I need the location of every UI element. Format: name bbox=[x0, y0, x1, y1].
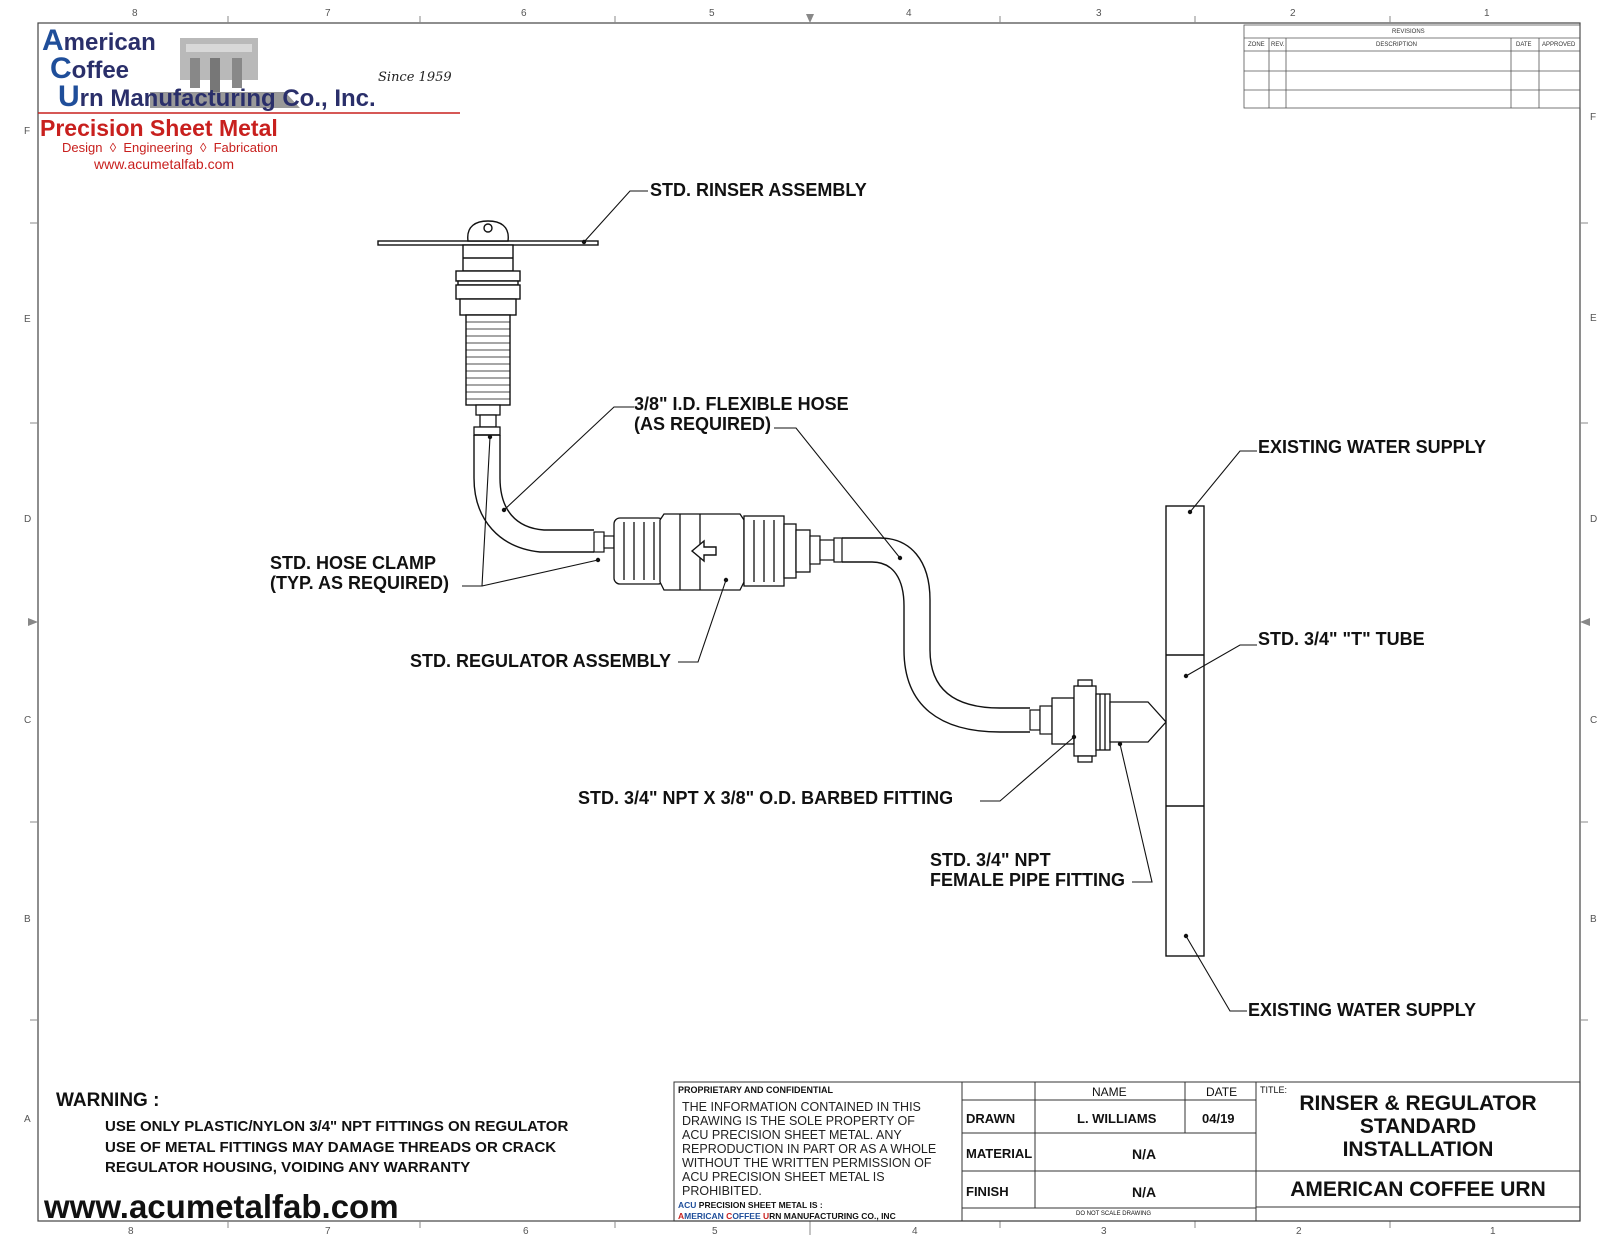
name-header: NAME bbox=[1092, 1085, 1127, 1099]
rinser-assembly bbox=[377, 220, 599, 406]
drawing-title: RINSER & REGULATOR STANDARD INSTALLATION bbox=[1299, 1092, 1537, 1161]
acu-company: AMERICAN COFFEE URN MANUFACTURING CO., I… bbox=[678, 1211, 896, 1221]
left-hose bbox=[473, 434, 594, 553]
callout-barbed-fitting: STD. 3/4" NPT X 3/8" O.D. BARBED FITTING bbox=[578, 788, 954, 808]
rev-col-zone: ZONE bbox=[1248, 42, 1265, 48]
zone-top-5: 5 bbox=[709, 8, 715, 19]
callout-rinser-assembly: STD. RINSER ASSEMBLY bbox=[650, 180, 867, 200]
right-hose bbox=[842, 537, 1030, 733]
warning-line-1: USE ONLY PLASTIC/NYLON 3/4" NPT FITTINGS… bbox=[105, 1118, 569, 1135]
proprietary-title: PROPRIETARY AND CONFIDENTIAL bbox=[678, 1085, 834, 1095]
zone-bottom-2: 2 bbox=[1296, 1226, 1302, 1237]
drawn-label: DRAWN bbox=[966, 1111, 1016, 1126]
rev-col-date: DATE bbox=[1516, 42, 1532, 48]
zone-top-8: 8 bbox=[132, 8, 138, 19]
zone-left-C: C bbox=[24, 715, 32, 726]
callout-female-pipe-fitting: STD. 3/4" NPT FEMALE PIPE FITTING bbox=[930, 850, 1126, 890]
logo-urn-graphic bbox=[150, 38, 300, 108]
rev-col-approved: APPROVED bbox=[1542, 42, 1576, 48]
zone-top-3: 3 bbox=[1096, 8, 1102, 19]
right-hose-clamp bbox=[1029, 705, 1053, 735]
revision-table bbox=[1243, 24, 1581, 109]
logo-line-coffee: Coffee bbox=[50, 52, 130, 85]
zone-right-F: F bbox=[1590, 112, 1597, 123]
leader-dots bbox=[487, 239, 1193, 939]
zone-right-E: E bbox=[1590, 313, 1597, 324]
barbed-and-female-fittings bbox=[1051, 679, 1167, 763]
leader-lines bbox=[462, 190, 1257, 1012]
regulator-outlet-barb bbox=[809, 535, 843, 565]
zone-bottom-6: 6 bbox=[523, 1226, 529, 1237]
logo-line-american: American bbox=[42, 24, 156, 57]
callout-water-supply-top: EXISTING WATER SUPPLY bbox=[1258, 437, 1487, 457]
zone-left-A: A bbox=[24, 1114, 31, 1125]
rinser-barb bbox=[473, 404, 501, 436]
logo-website: www.acumetalfab.com bbox=[94, 156, 235, 172]
logo-tagline: Precision Sheet Metal bbox=[40, 115, 278, 141]
zone-bottom-8: 8 bbox=[128, 1226, 134, 1237]
drawn-name: L. WILLIAMS bbox=[1077, 1111, 1157, 1126]
rev-col-description: DESCRIPTION bbox=[1376, 42, 1418, 48]
zone-bottom-1: 1 bbox=[1490, 1226, 1496, 1237]
zone-top-4: 4 bbox=[906, 8, 912, 19]
callout-water-supply-bottom: EXISTING WATER SUPPLY bbox=[1248, 1000, 1477, 1020]
zone-bottom-3: 3 bbox=[1101, 1226, 1107, 1237]
warning-line-3: REGULATOR HOUSING, VOIDING ANY WARRANTY bbox=[105, 1159, 471, 1176]
do-not-scale: DO NOT SCALE DRAWING bbox=[1076, 1211, 1152, 1217]
finish-value: N/A bbox=[1132, 1184, 1157, 1200]
rinser-threads bbox=[466, 321, 510, 400]
callout-regulator-assembly: STD. REGULATOR ASSEMBLY bbox=[410, 651, 672, 671]
zone-right-D: D bbox=[1590, 514, 1598, 525]
zone-top-6: 6 bbox=[521, 8, 527, 19]
center-mark-right bbox=[1580, 618, 1590, 626]
logo-line-urn: Urn Manufacturing Co., Inc. bbox=[58, 80, 376, 113]
title-label: TITLE: bbox=[1260, 1085, 1288, 1095]
callout-hose-clamp: STD. HOSE CLAMP (TYP. AS REQUIRED) bbox=[270, 553, 450, 593]
material-label: MATERIAL bbox=[966, 1146, 1033, 1161]
rev-col-rev: REV. bbox=[1271, 42, 1285, 48]
zone-right-C: C bbox=[1590, 715, 1598, 726]
left-hose-clamp bbox=[593, 531, 615, 553]
callout-t-tube: STD. 3/4" "T" TUBE bbox=[1258, 629, 1425, 649]
zone-left-D: D bbox=[24, 514, 32, 525]
sheet-border bbox=[37, 22, 1581, 1222]
zone-top-1: 1 bbox=[1484, 8, 1490, 19]
drawn-date: 04/19 bbox=[1202, 1111, 1235, 1126]
callout-flexible-hose: 3/8" I.D. FLEXIBLE HOSE (AS REQUIRED) bbox=[634, 394, 849, 434]
zone-bottom-4: 4 bbox=[912, 1226, 918, 1237]
zone-left-F: F bbox=[24, 126, 31, 137]
logo-since: Since 1959 bbox=[378, 70, 452, 85]
zone-bottom-5: 5 bbox=[712, 1226, 718, 1237]
zone-left-B: B bbox=[24, 914, 31, 925]
warning-line-2: USE OF METAL FITTINGS MAY DAMAGE THREADS… bbox=[105, 1139, 557, 1156]
t-tube bbox=[1165, 505, 1205, 957]
revisions-title: REVISIONS bbox=[1392, 29, 1425, 35]
zone-left-E: E bbox=[24, 314, 31, 325]
finish-label: FINISH bbox=[966, 1184, 1009, 1199]
acu-statement: ACU PRECISION SHEET METAL IS : bbox=[678, 1200, 823, 1210]
zone-top-7: 7 bbox=[325, 8, 331, 19]
center-mark-top bbox=[806, 14, 814, 23]
center-mark-left bbox=[28, 618, 38, 626]
material-value: N/A bbox=[1132, 1146, 1157, 1162]
logo-services: Design ◊ Engineering ◊ Fabrication bbox=[62, 140, 278, 155]
zone-top-2: 2 bbox=[1290, 8, 1296, 19]
title-company: AMERICAN COFFEE URN bbox=[1290, 1178, 1546, 1201]
footer-website: www.acumetalfab.com bbox=[44, 1188, 399, 1225]
zone-bottom-7: 7 bbox=[325, 1226, 331, 1237]
zone-right-B: B bbox=[1590, 914, 1597, 925]
regulator-flow-arrow bbox=[690, 539, 717, 563]
date-header: DATE bbox=[1206, 1085, 1238, 1099]
title-block-grid bbox=[673, 1081, 1581, 1222]
regulator-assembly bbox=[613, 513, 811, 591]
proprietary-text: THE INFORMATION CONTAINED IN THIS DRAWIN… bbox=[682, 1100, 937, 1198]
warning-title: WARNING : bbox=[56, 1090, 160, 1111]
